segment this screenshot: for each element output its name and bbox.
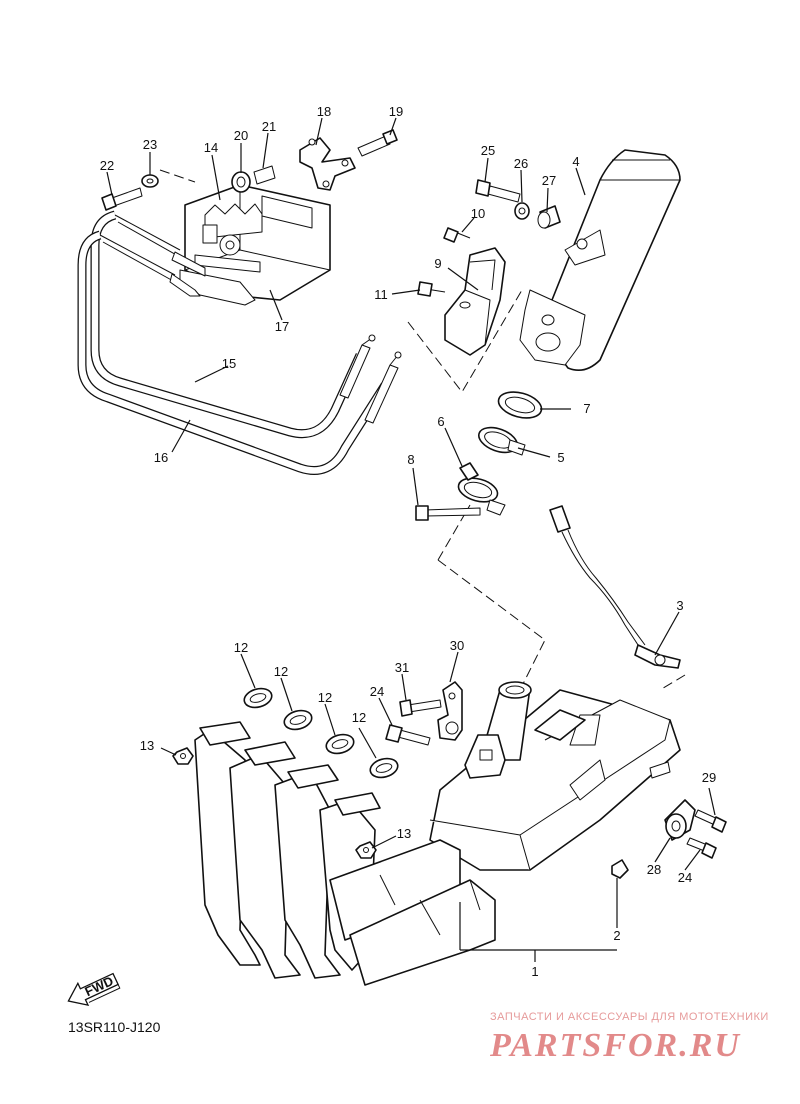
gasket-part [497, 391, 543, 419]
bracket-part [437, 681, 463, 741]
callout-12: 12 [352, 710, 366, 725]
callout-27: 27 [542, 173, 556, 188]
callout-30: 30 [450, 638, 464, 653]
nut-icon [172, 747, 377, 859]
callout-23: 23 [143, 137, 157, 152]
watermark: ЗАПЧАСТИ И АКСЕССУАРЫ ДЛЯ МОТОТЕХНИКИ PA… [489, 1011, 769, 1064]
callout-21: 21 [262, 119, 276, 134]
diagram-ref-code: 13SR110-J120 [68, 1019, 161, 1035]
grommet-part [231, 165, 276, 193]
callout-8: 8 [407, 452, 414, 467]
bolt-icon [385, 699, 442, 746]
callout-5: 5 [557, 450, 564, 465]
callout-12: 12 [234, 640, 248, 655]
callout-20: 20 [234, 128, 248, 143]
callout-4: 4 [572, 154, 579, 169]
callout-13: 13 [140, 738, 154, 753]
callout-17: 17 [275, 319, 289, 334]
watermark-logo: PARTSFOR.RU [489, 1027, 741, 1064]
fwd-label: FWD [82, 973, 115, 999]
callout-31: 31 [395, 660, 409, 675]
bracket-part [299, 137, 356, 191]
callout-19: 19 [389, 104, 403, 119]
callout-9: 9 [434, 256, 441, 271]
bolt-icon [417, 227, 471, 297]
exhaust-pipes [194, 681, 681, 986]
clamp-part [457, 462, 506, 516]
callout-14: 14 [204, 140, 218, 155]
watermark-tagline: ЗАПЧАСТИ И АКСЕССУАРЫ ДЛЯ МОТОТЕХНИКИ [490, 1011, 769, 1023]
heat-shield [444, 247, 506, 356]
muffler-protector [519, 149, 681, 371]
bolt-icon [475, 179, 561, 229]
callout-10: 10 [471, 206, 485, 221]
bolt-icon [101, 174, 159, 211]
callout-13: 13 [397, 826, 411, 841]
clamp-part [478, 426, 526, 456]
callout-11: 11 [374, 287, 388, 302]
cap-part [611, 859, 629, 879]
callout-12: 12 [318, 690, 332, 705]
callout-29: 29 [702, 770, 716, 785]
callout-25: 25 [481, 143, 495, 158]
callout-labels: 1 2 3 4 5 6 7 8 9 10 11 12 12 12 12 13 1… [100, 104, 716, 979]
oxygen-sensor [549, 505, 681, 669]
gasket-part [243, 687, 399, 779]
damper-part [664, 799, 696, 841]
callout-7: 7 [583, 401, 590, 416]
callout-24: 24 [370, 684, 384, 699]
callout-16: 16 [154, 450, 168, 465]
bolt-icon [415, 505, 481, 521]
callout-6: 6 [437, 414, 444, 429]
servo-motor-assembly [179, 184, 331, 306]
bolt-icon [686, 809, 727, 859]
callout-15: 15 [222, 356, 236, 371]
callout-18: 18 [317, 104, 331, 119]
callout-26: 26 [514, 156, 528, 171]
callout-1: 1 [531, 964, 538, 979]
callout-22: 22 [100, 158, 114, 173]
leader-lines [106, 117, 716, 962]
callout-28: 28 [647, 862, 661, 877]
callout-24: 24 [678, 870, 692, 885]
callout-12: 12 [274, 664, 288, 679]
exhaust-valve-cables [77, 210, 402, 475]
fwd-arrow-icon: FWD [67, 972, 121, 1007]
bolt-icon [357, 129, 398, 157]
callout-3: 3 [676, 598, 683, 613]
callout-2: 2 [613, 928, 620, 943]
